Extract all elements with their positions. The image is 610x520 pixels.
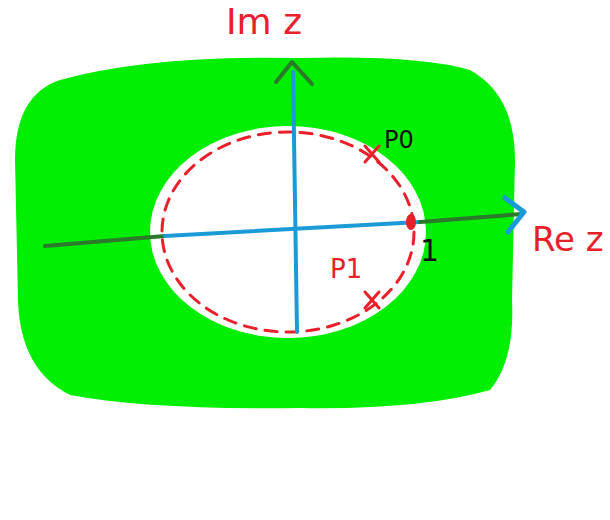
- pole-cross: [365, 146, 379, 162]
- green-region: [15, 58, 515, 409]
- real-axis-arrow: [505, 198, 524, 232]
- axis-label: 1: [420, 236, 439, 266]
- imag-axis-arrow: [276, 62, 312, 84]
- point-one: [406, 214, 416, 230]
- inner-disc: [150, 126, 426, 338]
- axis-label: Re z: [532, 222, 604, 256]
- axis-label: Im z: [226, 4, 302, 40]
- real-axis-left: [45, 236, 165, 246]
- real-axis: [165, 222, 420, 236]
- real-axis-right: [420, 214, 522, 222]
- axis-label: P1: [330, 256, 362, 282]
- axis-label: P0: [384, 128, 414, 152]
- pole-cross: [365, 292, 379, 308]
- imag-axis: [293, 72, 297, 332]
- unit-circle: [162, 132, 414, 332]
